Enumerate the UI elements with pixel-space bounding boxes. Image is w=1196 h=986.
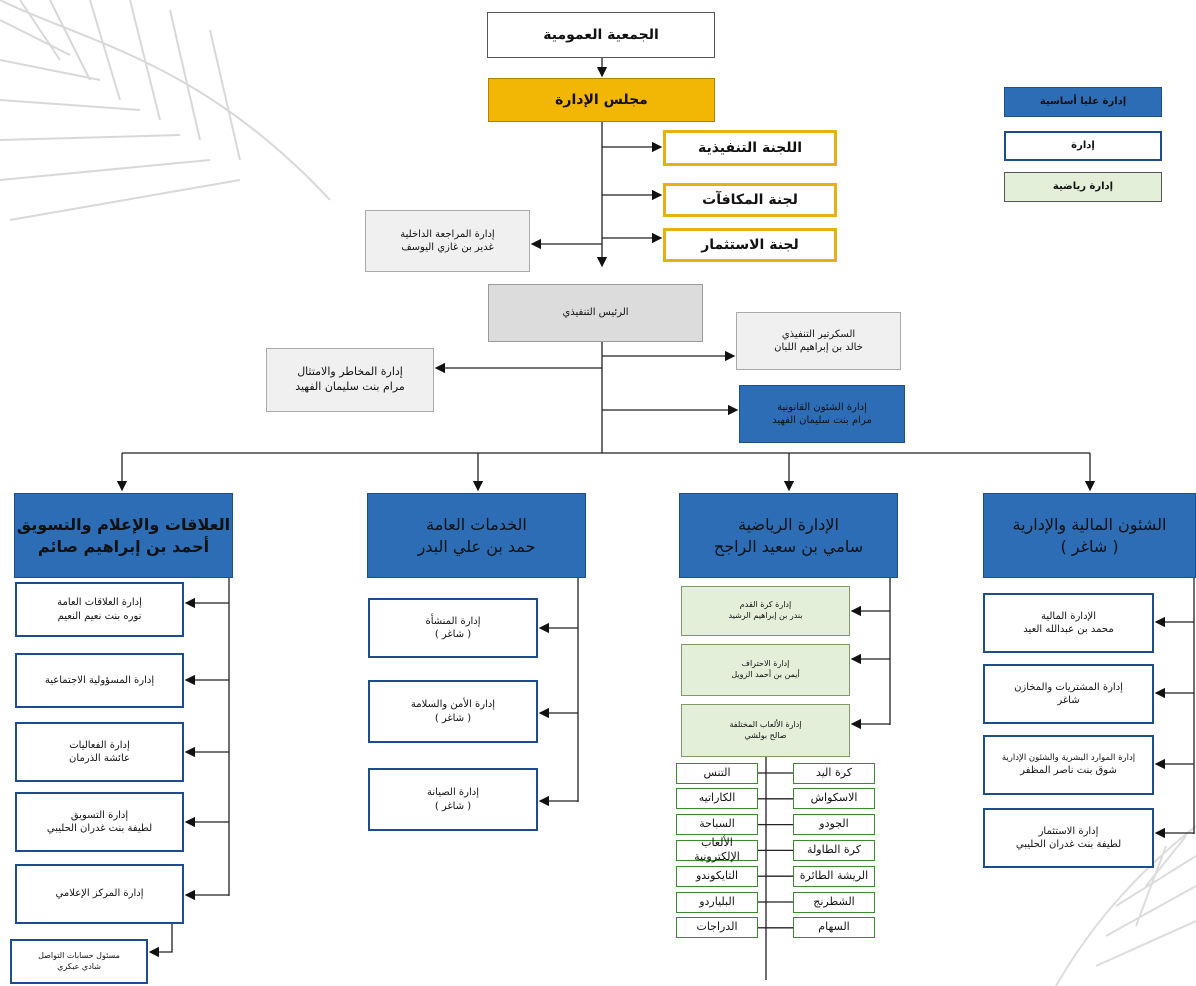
sport-game-left: التايكوندو: [676, 865, 758, 887]
legal-affairs-box: إدارة الشئون القانونية مرام بنت سليمان ا…: [739, 385, 905, 443]
sports-department-head: الإدارة الرياضية سامي بن سعيد الراجح: [679, 493, 898, 578]
finance-unit: الإدارة المالية محمد بن عبدالله العيد: [983, 593, 1154, 653]
sports-unit: إدارة كرة القدم بندر بن إبراهيم الرشيد: [681, 586, 850, 636]
relations-unit: إدارة التسويق لطيفة بنت غدران الحليبي: [15, 792, 184, 852]
rewards-committee-box: لجنة المكافآت: [663, 183, 837, 217]
social-media-officer-box: مسئول حسابات التواصل شادي عبكري: [10, 939, 148, 984]
sport-game-right: الشطرنج: [793, 891, 875, 913]
legend-admin: إدارة: [1004, 131, 1162, 161]
legend-main: إدارة عليا أساسية: [1004, 87, 1162, 117]
sports-unit: إدارة الألعاب المختلفة صالح بولشي: [681, 704, 850, 757]
relations-unit: إدارة المسؤولية الاجتماعية: [15, 653, 184, 708]
board-box: مجلس الإدارة: [488, 78, 715, 122]
palm-leaf-decoration-bottom: [1055, 826, 1196, 986]
sport-game-left: الكاراتيه: [676, 788, 758, 810]
finance-unit: إدارة الاستثمار لطيفة بنت غدران الحليبي: [983, 808, 1154, 868]
services-department-head: الخدمات العامة حمد بن علي البدر: [367, 493, 586, 578]
sport-game-right: السهام: [793, 917, 875, 939]
sport-game-left: البلياردو: [676, 891, 758, 913]
palm-leaf-decoration: [0, 0, 331, 221]
executive-secretary-box: السكرتير التنفيذي خالد بن إبراهيم اللبان: [736, 312, 901, 370]
investment-committee-box: لجنة الاستثمار: [663, 228, 837, 262]
sport-game-left: الألعاب الإلكترونية: [676, 836, 758, 863]
relations-unit: إدارة المركز الإعلامي: [15, 864, 184, 924]
finance-unit: إدارة المشتريات والمخازن شاغر: [983, 664, 1154, 724]
sports-unit: إدارة الاحتراف أيمن بن أحمد الزويل: [681, 644, 850, 696]
relations-unit: إدارة العلاقات العامة نوره بنت نعيم النع…: [15, 582, 184, 637]
sport-game-left: الدراجات: [676, 917, 758, 939]
general-assembly-box: الجمعية العمومية: [487, 12, 715, 58]
relations-department-head: العلاقات والإعلام والتسويق أحمد بن إبراه…: [14, 493, 233, 578]
services-unit: إدارة الأمن والسلامة ( شاغر ): [368, 680, 538, 743]
finance-department-head: الشئون المالية والإدارية ( شاغر ): [983, 493, 1196, 578]
sport-game-right: كرة الطاولة: [793, 839, 875, 861]
relations-unit: إدارة الفعاليات عائشة الذرمان: [15, 722, 184, 782]
sport-game-left: السباحة: [676, 814, 758, 836]
sport-game-right: الريشة الطائرة: [793, 865, 875, 887]
sport-game-right: الاسكواش: [793, 788, 875, 810]
services-unit: إدارة الصيانة ( شاغر ): [368, 768, 538, 831]
finance-unit: إدارة الموارد البشرية والشئون الإدارية ش…: [983, 735, 1154, 795]
legend-sports: إدارة رياضية: [1004, 172, 1162, 202]
sport-game-right: كرة اليد: [793, 762, 875, 784]
executive-committee-box: اللجنة التنفيذية: [663, 130, 837, 166]
sport-game-right: الجودو: [793, 814, 875, 836]
risk-compliance-box: إدارة المخاطر والامتثال مرام بنت سليمان …: [266, 348, 434, 412]
internal-audit-box: إدارة المراجعة الداخلية غدير بن غازي الي…: [365, 210, 530, 272]
sport-game-left: التنس: [676, 762, 758, 784]
ceo-box: الرئيس التنفيذي: [488, 284, 703, 342]
services-unit: إدارة المنشأة ( شاغر ): [368, 598, 538, 658]
